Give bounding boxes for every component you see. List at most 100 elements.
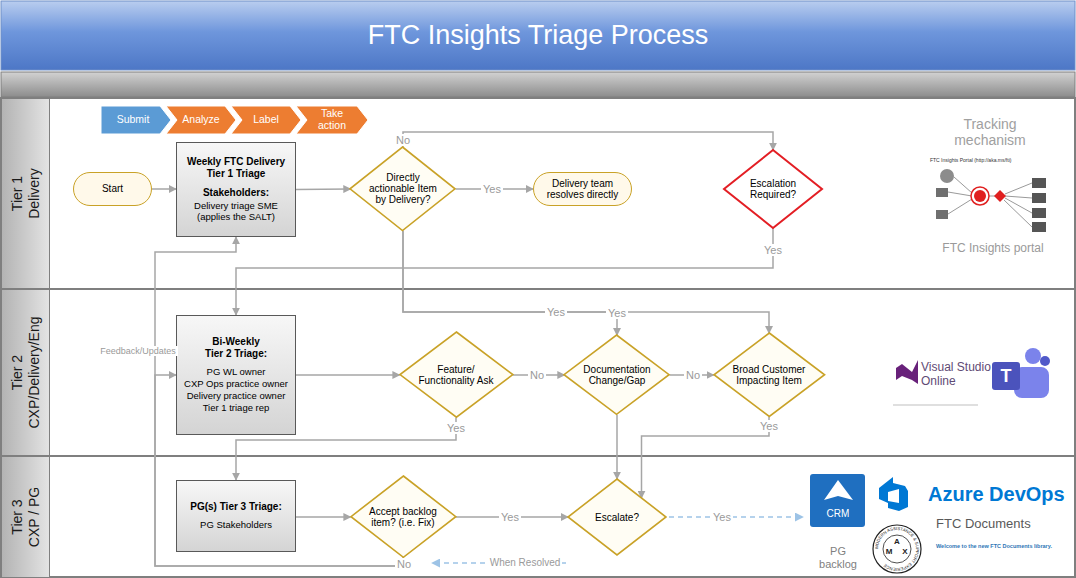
title-bar xyxy=(1,1,1075,70)
thumb-line xyxy=(948,199,972,214)
connector xyxy=(152,188,176,190)
box-content: Weekly FTC Delivery Tier 1 TriageStakeho… xyxy=(177,156,295,224)
pool-frame xyxy=(1,98,1075,577)
box-body: Delivery triage SME (applies the SALT) xyxy=(181,200,291,224)
teams-logo-head xyxy=(1025,348,1041,364)
thumb-box xyxy=(936,188,948,197)
box-body: Stakeholders: xyxy=(203,187,269,199)
process-step-chevron: Analyze xyxy=(166,106,236,134)
chevron-fill xyxy=(231,106,301,134)
logo-letter-anchor: T xyxy=(1001,366,1012,387)
diamond-outline xyxy=(351,476,456,557)
tool-caption-anchor: PG backlog xyxy=(812,545,864,570)
thumb-box xyxy=(936,210,948,219)
edge-label-anchor: Yes xyxy=(762,244,784,257)
decision-diamond: Escalation Required? xyxy=(724,150,822,228)
edge-label-anchor: Yes xyxy=(481,183,503,196)
logo-letter: M xyxy=(886,547,893,556)
edge-label: Yes xyxy=(545,306,567,319)
diamond-outline xyxy=(350,147,455,231)
title-text: FTC Insights Triage Process xyxy=(368,20,709,51)
connector xyxy=(403,231,769,333)
lane-header-divider xyxy=(49,98,50,577)
decision-diamond: Accept backlog item? (i.e. Fix) xyxy=(351,476,456,557)
swimlane: Tier 1 Delivery SubmitAnalyze Label Take ac… xyxy=(0,98,1076,289)
thumb-line xyxy=(954,177,972,193)
edge-label-anchor: No xyxy=(395,558,413,571)
edge-label: Yes xyxy=(481,183,503,196)
edge-label: Yes xyxy=(762,244,784,257)
terminator-label: Start xyxy=(78,183,148,195)
logo-letter-anchor: X xyxy=(902,547,907,556)
max-logo-ring-text-path: MODERN ASSISTANCE & SUPPORT EXPERIENCE xyxy=(874,526,920,572)
box-heading: PG(s) Tier 3 Triage: xyxy=(190,501,282,513)
vso-logo xyxy=(896,360,918,384)
connector xyxy=(296,374,400,376)
logo-letter-anchor: M xyxy=(886,547,893,556)
crm-icon-sail xyxy=(824,480,853,500)
header-bar xyxy=(1,72,1075,97)
connector xyxy=(403,132,773,150)
edge-label: Yes xyxy=(606,307,628,320)
edge-label: No xyxy=(684,369,702,382)
lane-label-rotator: Tier 2 CXP/Delivery/Eng xyxy=(2,290,49,455)
edge-label: No xyxy=(395,558,413,571)
edge-label-anchor: Yes xyxy=(545,306,567,319)
thumb-diamond xyxy=(994,190,1006,202)
arrow-label-anchor: Yes xyxy=(711,511,733,524)
terminator-pill: Start xyxy=(73,172,152,206)
step-label: Take action xyxy=(306,108,358,131)
box-body: Delivery practice owner xyxy=(187,390,286,402)
decision-label: Documentation Change/Gap xyxy=(579,364,655,386)
box-content: PG(s) Tier 3 Triage:PG Stakeholders xyxy=(177,501,295,531)
connector xyxy=(403,231,617,335)
teams-logo-tile xyxy=(992,362,1020,390)
decision-diamond: Directly actionable Item by Delivery? xyxy=(350,147,455,231)
lane-label-rotator: Tier 3 CXP / PG xyxy=(2,457,49,577)
edge-label-anchor: Yes xyxy=(606,307,628,320)
decision-label: Broad Customer Impacting Item xyxy=(730,364,808,386)
logo-wordmark-anchor: Azure DevOps xyxy=(928,483,1065,506)
title-holder: FTC Insights Triage Process xyxy=(0,0,1076,70)
box-body: Tier 1 triage rep xyxy=(203,402,270,414)
diamond-outline xyxy=(724,150,822,228)
logo-letter: A xyxy=(894,537,900,546)
lane-label-rotator: Tier 1 Delivery xyxy=(2,99,49,288)
edge-label-anchor: No xyxy=(394,134,412,147)
connector xyxy=(236,228,773,315)
edge-label-anchor: Yes xyxy=(758,420,780,433)
edge-label: Yes xyxy=(445,422,467,435)
lane-label: Tier 3 CXP / PG xyxy=(9,484,41,550)
logo-letter: X xyxy=(902,547,907,556)
diamond-outline xyxy=(400,332,513,417)
edge-label-anchor: No xyxy=(528,369,546,382)
edge-label: Yes xyxy=(758,420,780,433)
logo-letter-anchor: A xyxy=(894,537,900,546)
thumb-core xyxy=(974,190,986,202)
vso-underline xyxy=(893,405,978,406)
tool-caption: FTC Insights portal xyxy=(942,242,1043,256)
icon-text-anchor: CRM xyxy=(827,508,850,520)
decision-label: Directly actionable Item by Delivery? xyxy=(366,172,440,205)
thumb-line xyxy=(1005,183,1032,194)
lane-divider xyxy=(1,288,1075,290)
step-label: Label xyxy=(253,114,279,126)
process-step-chevron: Submit xyxy=(101,106,171,134)
azure-devops-icon-cut xyxy=(888,489,899,503)
process-box: PG(s) Tier 3 Triage:PG Stakeholders xyxy=(176,480,296,552)
logo-letter: T xyxy=(1001,366,1012,387)
lane-header: Tier 1 Delivery xyxy=(2,99,49,288)
process-step-chevron: Take action xyxy=(296,106,368,134)
decision-diamond: Documentation Change/Gap xyxy=(564,335,669,414)
decision-label: Escalation Required? xyxy=(741,178,805,200)
edge-label: No xyxy=(528,369,546,382)
edge-label: Feedback/Updates xyxy=(98,346,178,356)
banner-text: Welcome to the new FTC Documents library… xyxy=(936,543,1052,549)
box-body: CXP Ops practice owner xyxy=(184,378,288,390)
decision-diamond: Broad Customer Impacting Item xyxy=(714,333,825,417)
tool-caption-anchor: FTC Documents xyxy=(936,517,1031,532)
process-box: Weekly FTC Delivery Tier 1 TriageStakeho… xyxy=(176,142,296,237)
